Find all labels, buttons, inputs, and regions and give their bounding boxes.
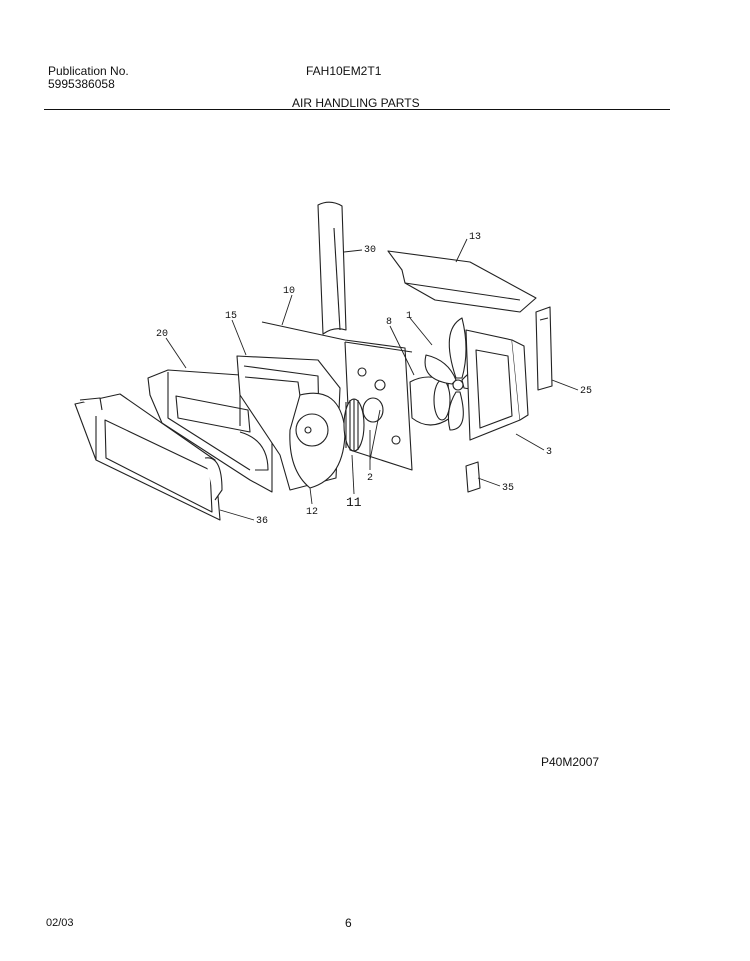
callout-2: 2 bbox=[367, 473, 373, 484]
leader-lines bbox=[165, 238, 579, 521]
part-13-cover bbox=[387, 250, 537, 313]
part-11-blower-wheel bbox=[343, 397, 384, 452]
section-title: AIR HANDLING PARTS bbox=[292, 96, 420, 110]
callout-3: 3 bbox=[546, 447, 552, 458]
callout-8: 8 bbox=[386, 317, 392, 328]
callout-25: 25 bbox=[580, 386, 592, 397]
callout-36: 36 bbox=[256, 516, 268, 527]
part-20-housing bbox=[147, 369, 273, 493]
publication-number: 5995386058 bbox=[48, 77, 115, 91]
callout-20: 20 bbox=[156, 329, 168, 340]
part-3-condenser bbox=[465, 329, 529, 441]
callout-11: 11 bbox=[346, 495, 362, 510]
part-30-panel bbox=[317, 201, 347, 335]
callout-30: 30 bbox=[364, 245, 376, 256]
publication-label: Publication No. bbox=[48, 64, 129, 78]
callout-13: 13 bbox=[469, 232, 481, 243]
callout-35: 35 bbox=[502, 483, 514, 494]
part-callouts: 30 13 10 15 20 8 1 25 3 35 36 12 11 2 bbox=[156, 232, 592, 527]
part-36-grille bbox=[74, 393, 223, 521]
model-number: FAH10EM2T1 bbox=[306, 64, 382, 78]
header-rule bbox=[44, 109, 670, 110]
callout-10: 10 bbox=[283, 286, 295, 297]
figure-code: P40M2007 bbox=[541, 755, 600, 769]
part-35-clip bbox=[465, 461, 481, 493]
part-25-strip bbox=[535, 306, 553, 391]
callout-12: 12 bbox=[306, 507, 318, 518]
callout-15: 15 bbox=[225, 311, 237, 322]
part-8-motor bbox=[409, 376, 451, 426]
page-number: 6 bbox=[345, 916, 352, 930]
part-12-blower-housing bbox=[289, 392, 346, 489]
footer-date: 02/03 bbox=[46, 917, 74, 929]
callout-1: 1 bbox=[406, 311, 412, 322]
